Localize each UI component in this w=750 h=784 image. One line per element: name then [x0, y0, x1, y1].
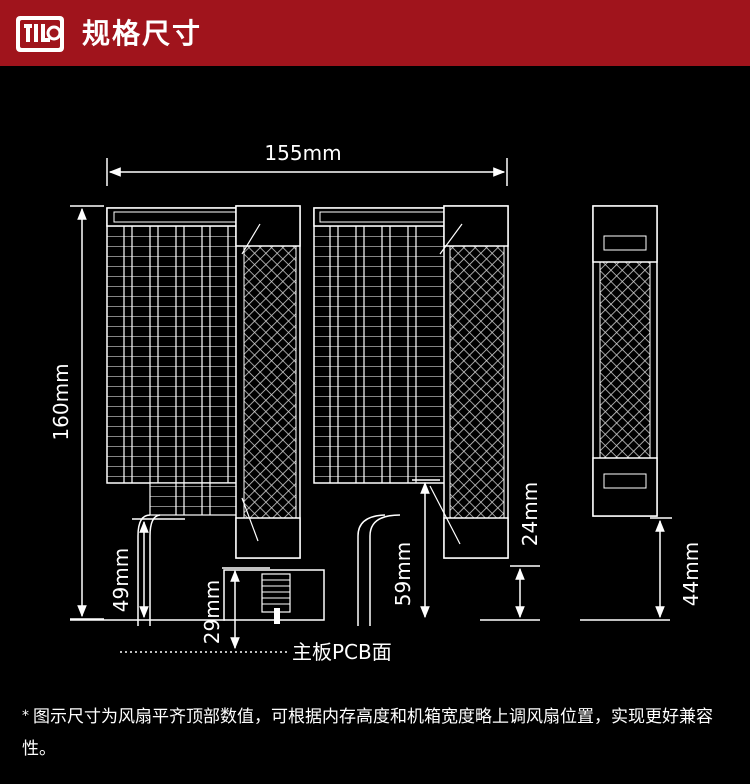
pcb-label: 主板PCB面 — [292, 640, 392, 664]
footnote-text: 图示尺寸为风扇平齐顶部数值，可根据内存高度和机箱宽度略上调风扇位置，实现更好兼容… — [22, 707, 713, 759]
dim-155 — [106, 158, 508, 186]
dim-160-label: 160mm — [49, 363, 73, 440]
cooler-second-view — [313, 205, 509, 559]
dim-29-label: 29mm — [200, 580, 224, 644]
footnote: *图示尺寸为风扇平齐顶部数值，可根据内存高度和机箱宽度略上调风扇位置，实现更好兼… — [22, 700, 732, 765]
dim-59-label: 59mm — [391, 542, 415, 606]
page-title: 规格尺寸 — [82, 17, 203, 50]
dim-160 — [70, 205, 104, 620]
cooler-front-view — [106, 205, 401, 626]
footnote-star: * — [22, 708, 29, 724]
dim-44-label: 44mm — [679, 542, 703, 606]
brand-logo-icon — [16, 16, 64, 52]
fan-side-view — [592, 205, 658, 517]
dimension-diagram: 155mm 160mm — [49, 141, 703, 664]
dim-155-label: 155mm — [264, 141, 341, 165]
header-bar: 规格尺寸 — [0, 0, 750, 66]
dim-49-label: 49mm — [109, 548, 133, 612]
dim-24-label: 24mm — [518, 482, 542, 546]
